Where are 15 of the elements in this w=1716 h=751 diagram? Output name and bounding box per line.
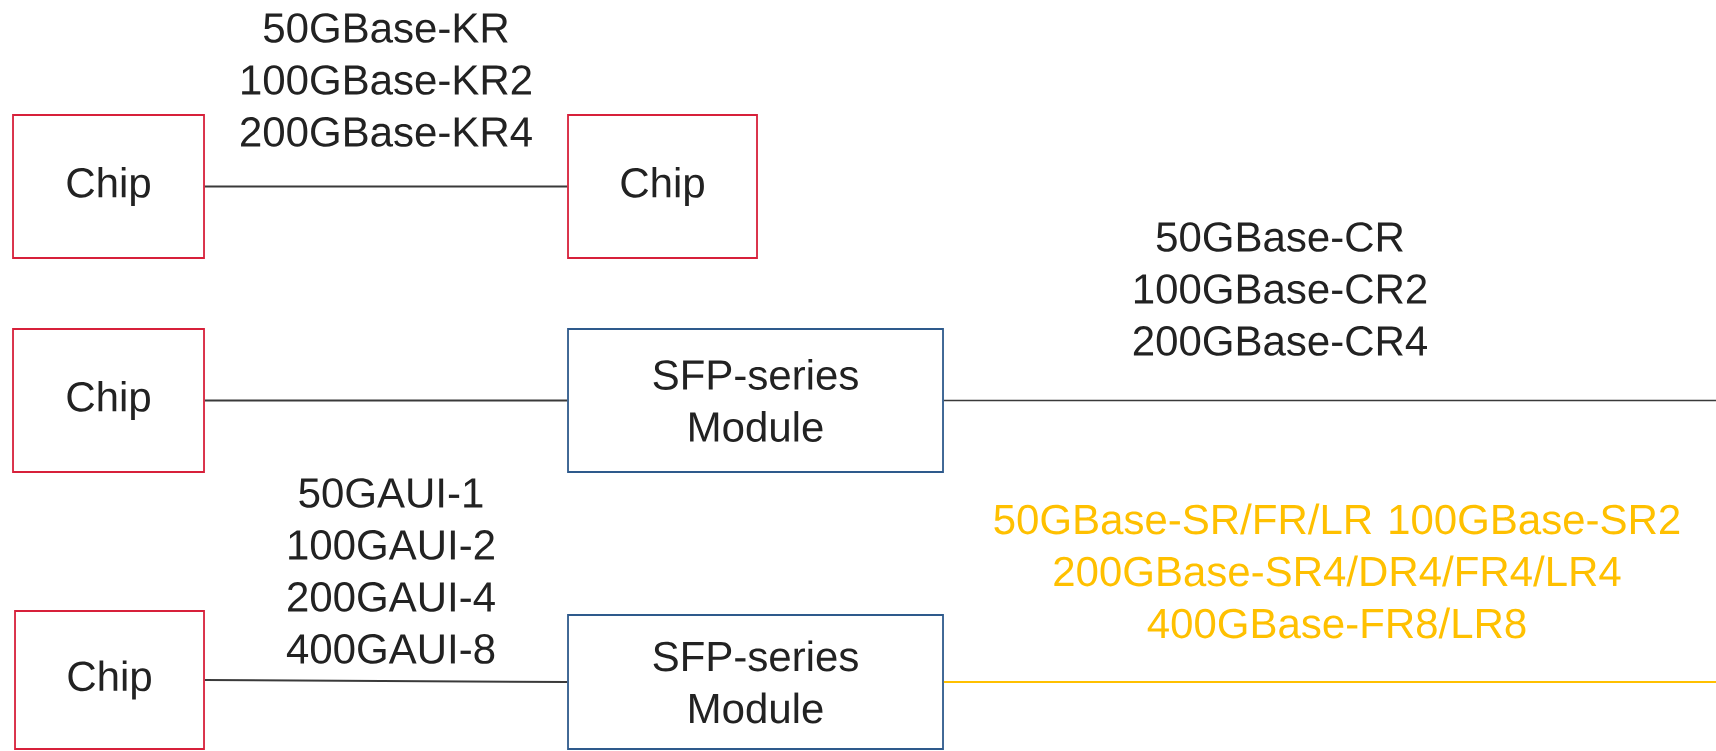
edge-label: 50GAUI-1 100GAUI-2 200GAUI-4 400GAUI-8: [286, 478, 495, 664]
connector-line: [203, 679, 569, 683]
chip-box: Chip: [567, 114, 758, 259]
chip-box: Chip: [12, 328, 205, 473]
edge-label: 50GBase-KR 100GBase-KR2 200GBase-KR4: [241, 13, 532, 147]
connector-line: [942, 399, 1716, 402]
edge-label: 50GBase-SR/FR/LR 100GBase-SR2 200GBase-SR4/DR4/FR4/LR4 400GBase-FR8/LR8: [994, 503, 1680, 639]
connector-line: [203, 185, 569, 188]
edge-label: 50GBase-CR 100GBase-CR2 200GBase-CR4: [1133, 222, 1427, 356]
chip-box: Chip: [12, 114, 205, 259]
connector-line: [203, 399, 569, 402]
chip-box: Chip: [14, 610, 205, 750]
module-box: SFP-series Module: [567, 328, 944, 473]
module-box: SFP-series Module: [567, 614, 944, 750]
connector-line: [942, 681, 1716, 683]
